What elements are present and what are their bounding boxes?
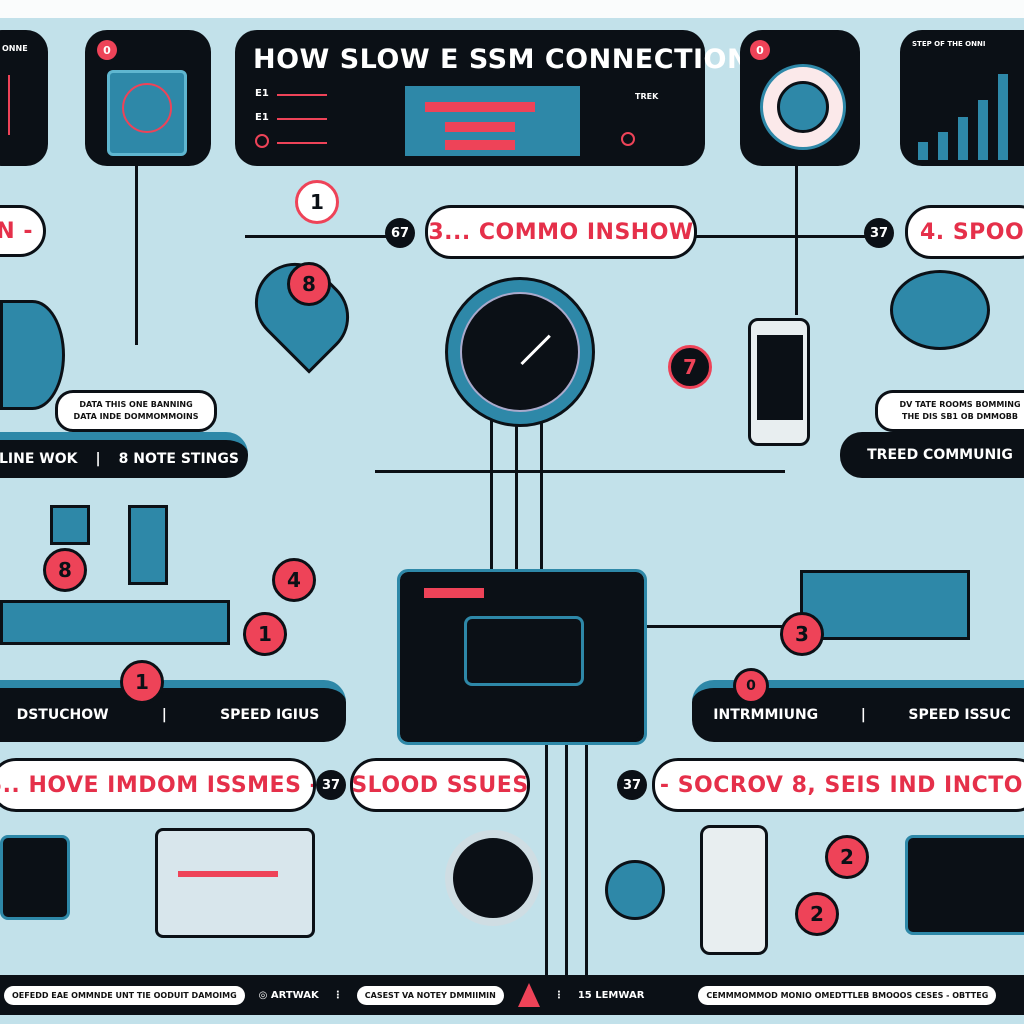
step-badge: 4 — [272, 558, 316, 602]
step-pill-4: 4. SPOOW — [905, 205, 1024, 259]
record-icon — [621, 132, 635, 146]
monitor-icon — [905, 835, 1024, 935]
info-line: DATA THIS ONE BANNING — [79, 400, 193, 409]
server-rack-icon — [800, 570, 970, 640]
bar-label: SPEED IGIUS — [220, 707, 320, 723]
robot-icon — [890, 270, 990, 350]
smartphone-icon — [748, 318, 810, 446]
bar-table — [405, 86, 580, 156]
step-pill-slow: SLOOD SSUES — [350, 758, 530, 812]
stats-label: STEP OF THE ONNI — [912, 40, 986, 48]
gauge-badge: 0 — [750, 40, 770, 60]
divider: ⋮ — [553, 989, 564, 1001]
step-badge: 2 — [825, 835, 869, 879]
clock-gauge-icon — [760, 64, 846, 150]
step-badge: 7 — [668, 345, 712, 389]
step-pill-partial: N - — [0, 205, 46, 257]
info-line: DV TATE ROOMS BOMMING — [899, 400, 1021, 409]
smartphone-icon — [700, 825, 768, 955]
step-badge: 8 — [287, 262, 331, 306]
footer-bar: OEFEDD EAE OMMNDE UNT TIE OODUIT DAMOIMG… — [0, 975, 1024, 1015]
status-bar-low-left: DSTUCHOW | SPEED IGIUS — [0, 680, 346, 742]
monitor-circuit-icon — [397, 569, 647, 745]
footer-pill: OEFEDD EAE OMMNDE UNT TIE OODUIT DAMOIMG — [4, 985, 245, 1005]
divider: ⋮ — [332, 989, 343, 1001]
info-pill-left: DATA THIS ONE BANNING DATA INDE DOMMOMMO… — [55, 390, 217, 432]
bar-label: INTRMMIUNG — [713, 707, 819, 723]
footer-pill: CASEST VA NOTEY DMMIIMIN — [356, 985, 504, 1005]
alert-icon — [122, 83, 172, 133]
gauge-panel: 0 — [740, 30, 860, 166]
row-label: E1 — [255, 112, 269, 123]
speedometer-icon — [445, 277, 595, 427]
status-bar-mid-right: TREED COMMUNIG — [840, 432, 1024, 478]
line-chart-icon — [8, 75, 10, 135]
step-pill-5a: 5.. HOVE IMDOM ISSMES - — [0, 758, 316, 812]
left-partial-panel: ONNE — [0, 30, 48, 166]
warning-triangle-icon — [517, 983, 540, 1007]
left-panel-label: ONNE — [2, 44, 28, 53]
step-badge: 8 — [43, 548, 87, 592]
network-label: ARTWAK — [270, 989, 319, 1001]
step-number: 37 — [864, 218, 894, 248]
step-badge: 1 — [243, 612, 287, 656]
step-badge: 0 — [733, 668, 769, 704]
laptop-icon — [0, 835, 70, 920]
step-badge: 1 — [120, 660, 164, 704]
step-number: 37 — [617, 770, 647, 800]
step-number: 37 — [316, 770, 346, 800]
footer-count: 15 LEMWAR — [577, 989, 645, 1001]
truck-icon — [0, 600, 230, 645]
footer-pill: CEMMMOMMOD MONIO OMEDTTLEB BMOOOS CESES … — [698, 985, 997, 1005]
step-badge: 3 — [780, 612, 824, 656]
page-title: HOW SLOW E SSM CONNECTION — [253, 44, 751, 75]
server-icon — [50, 505, 90, 545]
top-strip — [0, 0, 1024, 18]
desktop-monitor-icon — [155, 828, 315, 938]
status-bar-mid-left: LINE WOK | 8 NOTE STINGS — [0, 432, 248, 478]
bar-label: SPEED ISSUC — [908, 707, 1011, 723]
step-number: 67 — [385, 218, 415, 248]
server-icon — [128, 505, 168, 585]
row-label: E1 — [255, 88, 269, 99]
bar-label: TREED COMMUNIG — [867, 447, 1013, 463]
status-bar-low-right: INTRMMIUNG | SPEED ISSUC — [692, 680, 1024, 742]
step-badge: 1 — [295, 180, 339, 224]
tablet-badge: 0 — [97, 40, 117, 60]
stats-panel: STEP OF THE ONNI — [900, 30, 1024, 166]
side-label: TREK — [635, 92, 659, 101]
bar-label: LINE WOK — [0, 451, 78, 467]
info-pill-right: DV TATE ROOMS BOMMING THE DIS SB1 OB DMM… — [875, 390, 1024, 432]
bar-label: DSTUCHOW — [16, 707, 109, 723]
bar-label: 8 NOTE STINGS — [118, 451, 239, 467]
network-icon-label: ◎ ARTWAK — [258, 989, 319, 1001]
step-badge: 2 — [795, 892, 839, 936]
step-pill-5b: 5. - SOCROV 8, SEIS IND INCTOINS — [652, 758, 1024, 812]
tablet-panel: 0 — [85, 30, 211, 166]
title-panel: HOW SLOW E SSM CONNECTION E1 E1 TREK — [235, 30, 750, 166]
lock-icon — [605, 860, 665, 920]
info-line: DATA INDE DOMMOMMOINS — [73, 412, 199, 421]
webcam-icon — [445, 830, 541, 926]
tablet-icon — [107, 70, 187, 156]
step-pill-3: 3... COMMO INSHOW — [425, 205, 697, 259]
row-icon — [255, 134, 269, 148]
info-line: THE DIS SB1 OB DMMOBB — [901, 412, 1019, 421]
globe-icon — [0, 300, 65, 410]
